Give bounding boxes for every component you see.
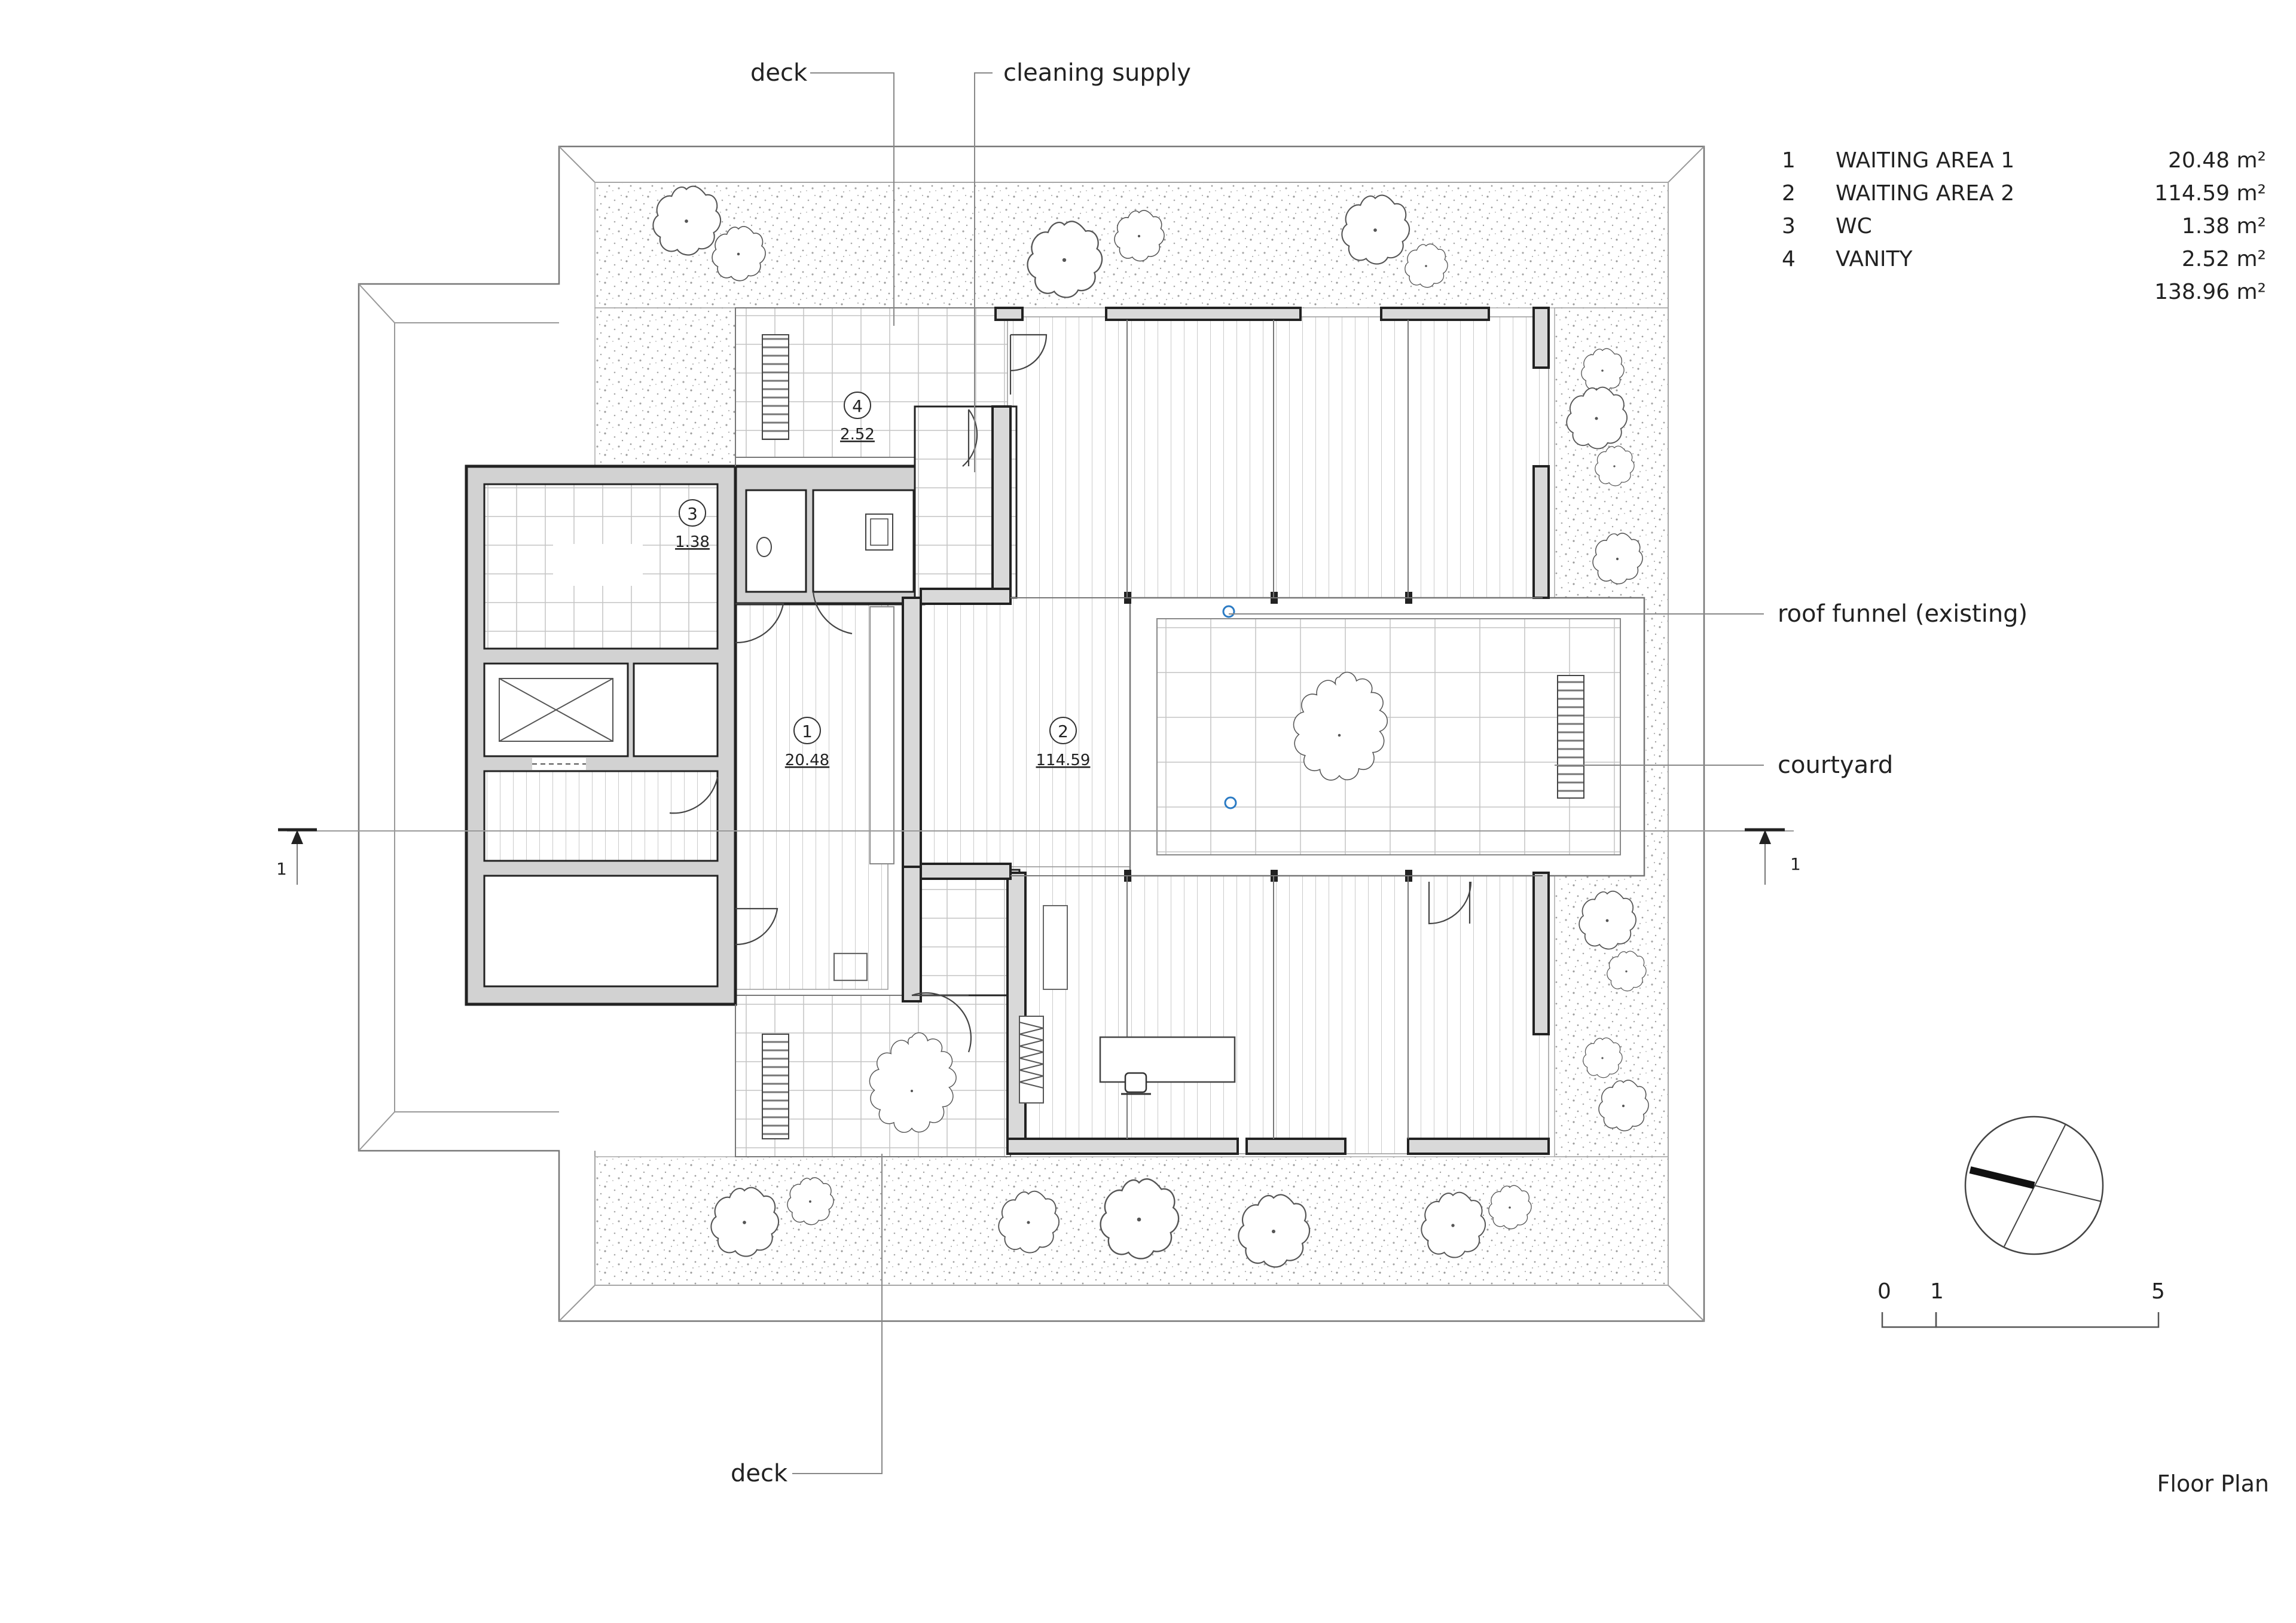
svg-text:5: 5 <box>2151 1279 2165 1304</box>
waiting-area-2-floor <box>911 316 1549 1154</box>
svg-text:WC: WC <box>1836 214 1872 239</box>
svg-text:3: 3 <box>687 504 698 524</box>
svg-text:WAITING AREA 2: WAITING AREA 2 <box>1836 181 2014 206</box>
svg-text:2.52: 2.52 <box>840 426 875 444</box>
svg-text:3: 3 <box>1782 214 1796 239</box>
roof-funnel-icon <box>1224 796 1237 809</box>
glazing <box>735 308 1543 1157</box>
service-block <box>465 464 737 1006</box>
label-roof-funnel: roof funnel (existing) <box>1778 600 2028 628</box>
room-tag-4: 4 2.52 <box>840 392 875 444</box>
svg-text:2: 2 <box>1058 722 1068 741</box>
leader-lines <box>792 72 1764 1474</box>
area-schedule: 1 WAITING AREA 1 20.48 m² 2 WAITING AREA… <box>1782 148 2266 304</box>
cleaning-supply-corridor <box>911 405 1021 997</box>
north-arrow-icon <box>1964 1115 2104 1255</box>
svg-text:114.59: 114.59 <box>1036 751 1091 769</box>
svg-text:2.52 m²: 2.52 m² <box>2182 247 2266 271</box>
section-marker-right: 1 <box>1790 854 1801 874</box>
svg-text:1.38: 1.38 <box>675 533 710 551</box>
svg-text:1: 1 <box>1930 1279 1944 1304</box>
svg-text:4: 4 <box>1782 247 1796 271</box>
reception-desk <box>1019 905 1236 1104</box>
scale-bar: 0 1 5 <box>1877 1279 2165 1328</box>
svg-text:1: 1 <box>1782 148 1796 173</box>
svg-text:4: 4 <box>852 396 863 416</box>
wc-vanity-block <box>734 464 926 606</box>
label-deck-top: deck <box>750 59 808 87</box>
room-tag-1: 1 20.48 <box>785 717 829 769</box>
svg-text:20.48: 20.48 <box>785 751 829 769</box>
deck-bottom <box>735 995 1011 1157</box>
label-deck-bottom: deck <box>731 1460 788 1487</box>
label-cleaning-supply: cleaning supply <box>1003 59 1191 87</box>
svg-text:VANITY: VANITY <box>1836 247 1913 271</box>
svg-text:2: 2 <box>1782 181 1796 206</box>
drawing-title: Floor Plan <box>2157 1471 2269 1497</box>
svg-text:1.38 m²: 1.38 m² <box>2182 214 2266 239</box>
svg-text:20.48 m²: 20.48 m² <box>2168 148 2266 173</box>
section-line <box>278 828 1794 885</box>
waiting-area-1-floor <box>735 591 894 990</box>
courtyard <box>1129 597 1645 877</box>
roof-funnel-icon <box>1222 605 1235 618</box>
room-tag-2: 2 114.59 <box>1036 717 1091 769</box>
walls <box>902 307 1550 1155</box>
total-area: 138.96 m² <box>2154 280 2266 304</box>
svg-text:WAITING AREA 1: WAITING AREA 1 <box>1836 148 2014 173</box>
svg-text:0: 0 <box>1877 1279 1891 1304</box>
doors <box>669 334 1472 1053</box>
section-marker-left: 1 <box>276 859 287 879</box>
svg-text:114.59 m²: 114.59 m² <box>2154 181 2266 206</box>
label-courtyard: courtyard <box>1778 751 1893 779</box>
svg-text:1: 1 <box>802 722 813 741</box>
room-tag-3: 3 1.38 <box>675 499 710 551</box>
